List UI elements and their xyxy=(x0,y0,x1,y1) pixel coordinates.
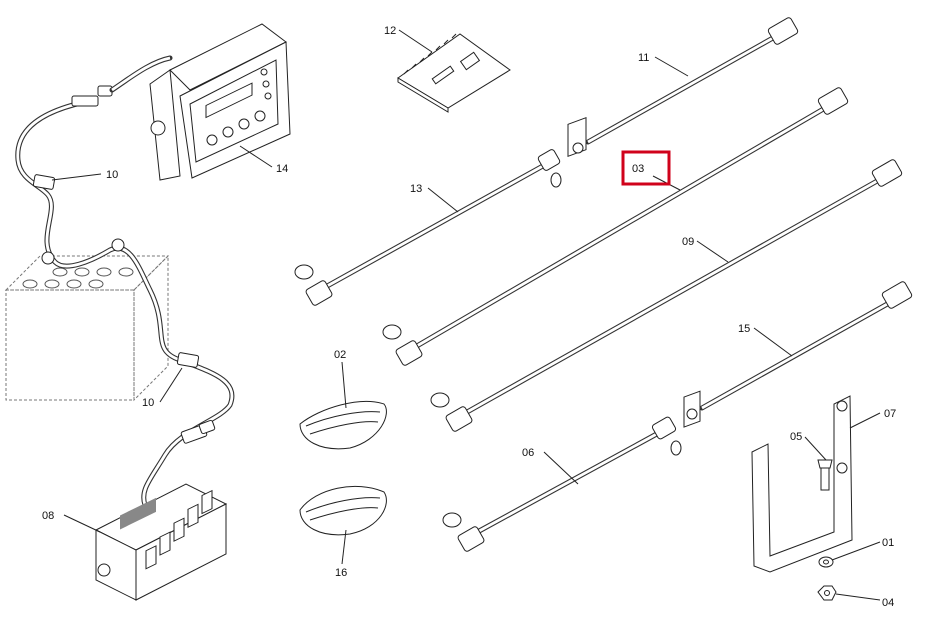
power-harness xyxy=(15,55,235,508)
callout-10-upper: 10 xyxy=(106,169,118,181)
cable-assembly-15 xyxy=(683,281,913,428)
callout-12: 12 xyxy=(384,25,396,37)
cable-ties-16 xyxy=(299,485,387,536)
battery-outline xyxy=(4,254,170,402)
callout-14: 14 xyxy=(276,163,288,175)
instruction-manual xyxy=(397,33,511,113)
callout-15: 15 xyxy=(738,323,750,335)
mounting-bracket xyxy=(751,395,853,573)
callout-02: 02 xyxy=(334,349,346,361)
callout-07: 07 xyxy=(884,408,896,420)
callout-04: 04 xyxy=(882,597,894,609)
leader-lines xyxy=(51,29,881,601)
callout-06: 06 xyxy=(522,447,534,459)
cable-assembly-09 xyxy=(430,159,903,432)
callout-09: 09 xyxy=(682,236,694,248)
cable-ties-02 xyxy=(299,400,387,450)
callout-05: 05 xyxy=(790,431,802,443)
washer xyxy=(818,556,834,568)
callout-16: 16 xyxy=(335,567,347,579)
switch-control-box xyxy=(94,483,228,601)
callout-13: 13 xyxy=(410,183,422,195)
nut xyxy=(817,585,837,601)
cable-assembly-03 xyxy=(382,87,849,366)
control-display-unit xyxy=(149,23,291,181)
cable-assembly-06 xyxy=(442,416,682,552)
highlight-box xyxy=(621,150,671,186)
callout-10-lower: 10 xyxy=(142,397,154,409)
callout-11: 11 xyxy=(638,52,649,64)
callout-01: 01 xyxy=(882,537,894,549)
callout-08: 08 xyxy=(42,510,54,522)
cable-assembly-11 xyxy=(567,17,799,157)
bolt xyxy=(817,459,833,491)
callout-03: 03 xyxy=(632,163,644,175)
cable-assembly-13 xyxy=(294,149,562,306)
